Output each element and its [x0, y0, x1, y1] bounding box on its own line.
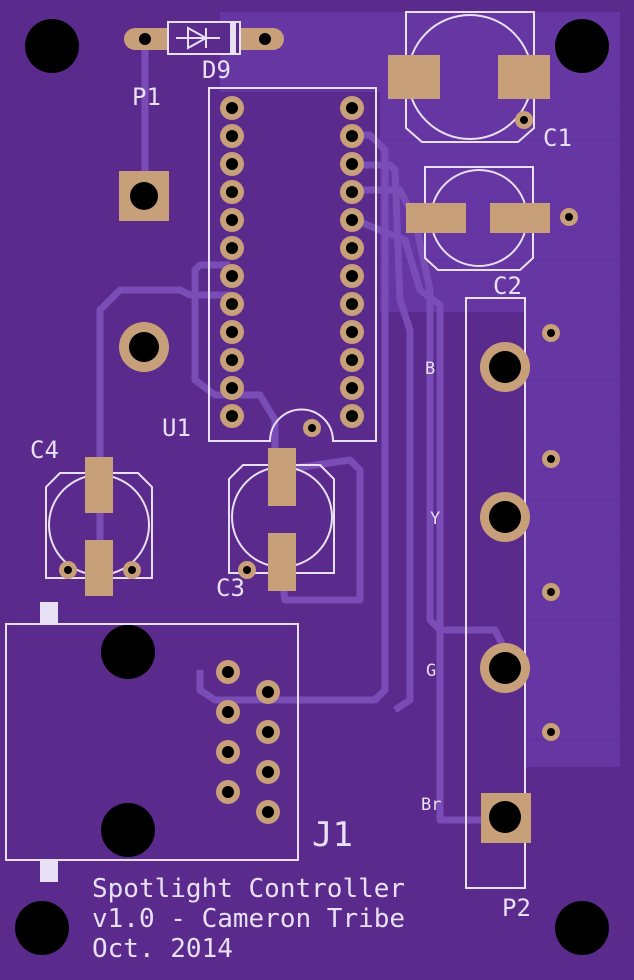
- label-u1: U1: [162, 414, 191, 442]
- p2-vias: [542, 324, 560, 741]
- label-p1: P1: [132, 83, 161, 111]
- u1-pin: [340, 208, 364, 232]
- label-j1: J1: [312, 815, 353, 855]
- j1-pin: [256, 720, 280, 744]
- diode-d9: [124, 21, 284, 55]
- connector-j1: [5, 602, 299, 882]
- capacitor-c3: [228, 448, 335, 591]
- u1-pin: [340, 292, 364, 316]
- u1-pin: [220, 292, 244, 316]
- capacitor-c2: [406, 166, 578, 271]
- label-c1: C1: [543, 124, 572, 152]
- u1-pin: [340, 124, 364, 148]
- mounting-holes: [15, 19, 609, 955]
- pad-p1: [119, 171, 169, 221]
- j1-pin: [256, 680, 280, 704]
- u1-pin: [340, 180, 364, 204]
- u1-pin: [220, 124, 244, 148]
- mounting-hole-top-left: [25, 19, 79, 73]
- mounting-hole-top-right: [555, 19, 609, 73]
- header-p2: [465, 297, 560, 889]
- u1-pin: [220, 208, 244, 232]
- title-line-3: Oct. 2014: [92, 934, 233, 964]
- label-pin-g: G: [426, 661, 436, 681]
- j1-pin: [216, 700, 240, 724]
- u1-pin: [340, 96, 364, 120]
- u1-pin: [340, 236, 364, 260]
- j1-pin: [256, 800, 280, 824]
- u1-pin: [220, 236, 244, 260]
- u1-pin: [220, 264, 244, 288]
- label-p2: P2: [502, 894, 531, 922]
- u1-pin: [340, 404, 364, 428]
- label-pin-br: Br: [421, 795, 441, 815]
- label-c3: C3: [216, 574, 245, 602]
- j1-pin: [256, 760, 280, 784]
- u1-pin: [220, 376, 244, 400]
- capacitor-c4: [45, 457, 153, 596]
- label-c2: C2: [493, 272, 522, 300]
- u1-pin: [340, 152, 364, 176]
- u1-pin: [340, 320, 364, 344]
- j1-pin: [216, 660, 240, 684]
- j1-pin: [216, 780, 240, 804]
- j1-pins: [216, 660, 280, 824]
- label-c4: C4: [30, 436, 59, 464]
- title-line-1: Spotlight Controller: [92, 874, 405, 904]
- copper-traces: [96, 40, 509, 824]
- label-pin-b: B: [425, 359, 435, 379]
- mounting-hole-bottom-left: [15, 901, 69, 955]
- u1-pin: [340, 376, 364, 400]
- label-d9: D9: [202, 56, 231, 84]
- u1-pin: [220, 152, 244, 176]
- ic-u1: [208, 87, 377, 442]
- mounting-hole-bottom-right: [555, 901, 609, 955]
- u1-pins: [220, 96, 364, 428]
- via-pad: [119, 322, 169, 372]
- capacitor-c1: [388, 11, 550, 143]
- u1-pin: [220, 320, 244, 344]
- title-line-2: v1.0 - Cameron Tribe: [92, 904, 405, 934]
- u1-pin: [220, 180, 244, 204]
- u1-pin: [220, 404, 244, 428]
- u1-pin: [220, 96, 244, 120]
- u1-pin: [340, 348, 364, 372]
- j1-pin: [216, 740, 240, 764]
- u1-pin: [340, 264, 364, 288]
- u1-pin: [220, 348, 244, 372]
- label-pin-y: Y: [430, 509, 440, 529]
